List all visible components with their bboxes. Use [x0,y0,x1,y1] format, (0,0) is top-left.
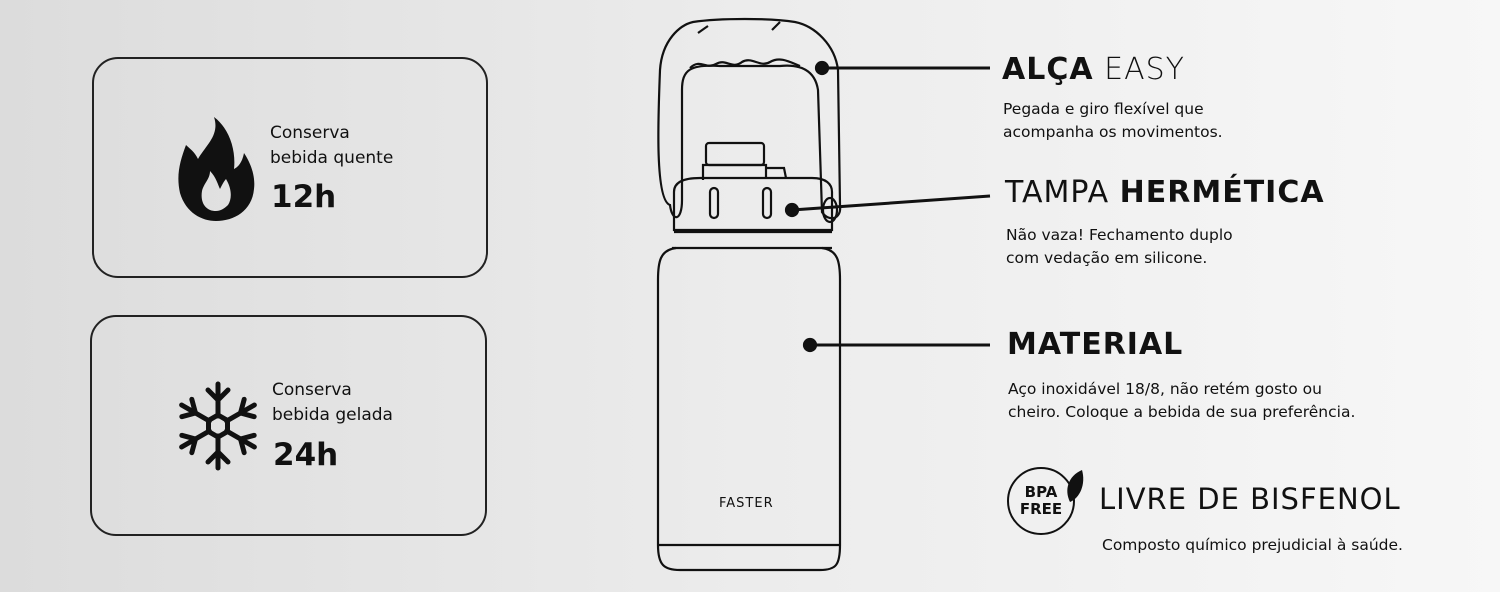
card-label-line2: bebida gelada [272,405,393,425]
bpa-desc: Composto químico prejudicial à saúde. [1102,536,1403,554]
feature-desc: Aço inoxidável 18/8, não retém gosto ou [1008,380,1322,398]
lid-spout [701,163,788,180]
feature-title-lid: TAMPA HERMÉTICA [1005,175,1325,210]
card-label-line1: Conserva [272,380,352,400]
hot-drink-card: Conserva bebida quente 12h [92,57,488,278]
feature-desc: Pegada e giro flexível que [1003,100,1204,118]
card-label-line2: bebida quente [270,148,394,168]
handle-grip [689,21,801,69]
feature-desc: acompanha os movimentos. [1003,123,1223,141]
feature-desc: com vedação em silicone. [1006,249,1208,267]
title-light: TAMPA [1005,175,1110,210]
brand-label: FASTER [719,496,774,511]
title-bold: HERMÉTICA [1119,175,1325,210]
feature-desc: cheiro. Coloque a bebida de sua preferên… [1008,403,1356,421]
flame-icon [178,117,255,221]
feature-title-material: MATERIAL [1007,327,1184,362]
cap [672,176,834,232]
title-bold: ALÇA [1002,52,1094,87]
bottle-body [656,246,842,572]
lid-top [704,141,766,167]
card-label-line1: Conserva [270,123,350,143]
card-value: 24h [273,437,339,473]
title-light: EASY [1104,52,1185,87]
bpa-title: LIVRE DE BISFENOL [1099,482,1401,516]
badge-line1: BPA [1024,483,1058,501]
leaf-icon [1067,470,1084,502]
feature-desc: Não vaza! Fechamento duplo [1006,226,1233,244]
badge-line2: FREE [1019,500,1063,518]
bpa-free-badge: BPA FREE [1007,467,1075,535]
handle-outline [657,17,842,220]
snowflake-icon [178,381,258,471]
card-value: 12h [271,179,337,215]
feature-title-handle: ALÇA EASY [1002,52,1185,87]
cold-drink-card: Conserva bebida gelada 24h [90,315,487,536]
